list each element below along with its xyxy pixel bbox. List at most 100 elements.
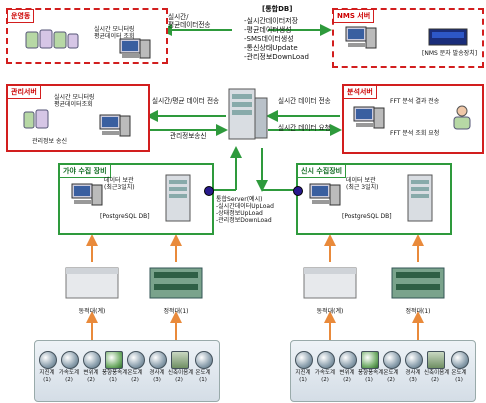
right-collection-box: 신시 수집장비 데이터 보관 (최근 3일치) [PostgreSQL DB]: [296, 163, 452, 235]
sensor-count: (2): [65, 377, 73, 383]
sensor-name: 변위계: [83, 370, 99, 376]
left-sensor-row: 지진계 (1) 가속도계 (2) 변위계 (2) 풍향풍속계 (1) 온도계 (…: [34, 340, 220, 402]
analysis-pc-icon: [353, 106, 385, 129]
flow-mid-right-bottom: 실시간 데이터 요청: [278, 124, 331, 132]
admin-title: 관리서버: [7, 85, 41, 99]
right-site-title: 신시 수집장비: [297, 164, 347, 178]
left-site-store-label: 데이터 보관 (최근3일치): [104, 177, 135, 191]
sensor-icon: [83, 351, 101, 369]
right-site-server-icon: [407, 174, 433, 222]
sensor-count: (3): [153, 377, 161, 383]
sensor-count: (1): [299, 377, 307, 383]
sensor-name: 변위계: [339, 370, 355, 376]
right-site-store-label: 데이터 보관 (최근 3일치): [346, 177, 379, 191]
right-static-logger-icon: [391, 267, 445, 299]
right-static-label: 정적대(1): [405, 308, 431, 315]
analysis-server-box: 분석서버 FFT 분석 결과 전송 FFT 분석 조회 요청: [342, 84, 484, 154]
ops-center-box: 운영동 실시간 모니터링 평균데이터 조회: [6, 8, 168, 64]
sensor-count: (2): [87, 377, 95, 383]
sensor-count: (3): [409, 377, 417, 383]
admin-people-icon: [23, 109, 49, 129]
nms-label: [NMS 문자 발송장치]: [422, 50, 478, 57]
right-dynamic-label: 동적대(계): [316, 308, 344, 315]
left-collection-box: 가야 수집 장비 데이터 보관 (최근3일치) [PostgreSQL DB]: [58, 163, 214, 235]
db-item: -평균데이터생성: [244, 26, 292, 34]
sensor-count: (2): [387, 377, 395, 383]
sensor-name: 가속도계: [58, 370, 80, 376]
db-item: -실시간데이터저장: [244, 17, 299, 25]
sensor-icon: [383, 351, 401, 369]
flow-mid-left-bottom: 관리정보송신: [170, 132, 207, 140]
sensor-count: (2): [321, 377, 329, 383]
sensor-name: 온도계: [127, 370, 143, 376]
left-site-title: 가야 수집 장비: [59, 164, 111, 178]
sensor-name: 풍향풍속계: [358, 370, 384, 376]
db-item: -관리정보DownLoad: [244, 53, 309, 61]
nms-server-box: NMS 서버 [NMS 문자 발송장치]: [332, 8, 484, 68]
ops-center-label: 실시간 모니터링 평균데이터 조회: [94, 26, 135, 40]
sensor-count: (1): [365, 377, 373, 383]
left-dynamic-label: 동적대(계): [78, 308, 106, 315]
left-site-db-label: [PostgreSQL DB]: [100, 213, 150, 220]
sensor-count: (2): [431, 377, 439, 383]
sensor-name: 경사계: [149, 370, 165, 376]
analysis-label-top: FFT 분석 결과 전송: [390, 98, 440, 105]
sensor-name: 경사계: [405, 370, 421, 376]
sensor-icon: [405, 351, 423, 369]
sensor-name: 온도계: [195, 370, 211, 376]
analysis-title: 분석서버: [343, 85, 377, 99]
sms-device-icon: [428, 28, 468, 46]
right-sensor-row: 지진계 (1) 가속도계 (2) 변위계 (2) 풍향풍속계 (1) 온도계 (…: [290, 340, 476, 402]
left-site-pc-icon: [71, 183, 103, 206]
sensor-icon: [171, 351, 189, 369]
right-connection-node: [293, 186, 303, 196]
admin-server-box: 관리서버 실시간 모니터링 평균데이터조회 관리정보 송신: [6, 84, 150, 152]
admin-label-bottom: 관리정보 송신: [32, 138, 68, 145]
comm-server-item: -관리정보DownLoad: [216, 217, 272, 224]
admin-label-top: 실시간 모니터링 평균데이터조회: [54, 94, 95, 108]
sensor-name: 풍향풍속계: [102, 370, 128, 376]
ops-center-title: 운영동: [7, 9, 35, 23]
right-dynamic-logger-icon: [303, 267, 357, 299]
sensor-count: (2): [175, 377, 183, 383]
db-title: [통합DB]: [262, 5, 293, 13]
comm-server-block: 통합Server(예시) -실시간데이터UpLoad -상태정보UpLoad -…: [216, 196, 294, 224]
nms-pc-icon: [345, 26, 377, 49]
sensor-name: 지진계: [39, 370, 55, 376]
sensor-name: 신축이음계: [424, 370, 450, 376]
sensor-icon: [361, 351, 379, 369]
central-server-icon: [228, 88, 268, 140]
comm-server-item: -상태정보UpLoad: [216, 210, 263, 217]
sensor-icon: [195, 351, 213, 369]
comm-server-item: -실시간데이터UpLoad: [216, 203, 274, 210]
sensor-icon: [61, 351, 79, 369]
right-site-pc-icon: [309, 183, 341, 206]
right-site-db-label: [PostgreSQL DB]: [342, 213, 392, 220]
sensor-icon: [149, 351, 167, 369]
sensor-count: (1): [199, 377, 207, 383]
left-static-label: 정적대(1): [163, 308, 189, 315]
sensor-icon: [127, 351, 145, 369]
sensor-name: 온도계: [451, 370, 467, 376]
sensor-count: (1): [43, 377, 51, 383]
flow-mid-left-top: 실시간/평균 데이터 전송: [152, 97, 220, 105]
left-connection-node: [204, 186, 214, 196]
left-dynamic-logger-icon: [65, 267, 119, 299]
sensor-name: 지진계: [295, 370, 311, 376]
sensor-count: (2): [131, 377, 139, 383]
nms-title: NMS 서버: [333, 9, 375, 23]
sensor-icon: [451, 351, 469, 369]
sensor-icon: [105, 351, 123, 369]
db-item: -SMS데이터생성: [244, 35, 294, 43]
analysis-label-bottom: FFT 분석 조회 요청: [390, 130, 440, 137]
sensor-count: (2): [343, 377, 351, 383]
flow-mid-right-top: 실시간 데이터 전송: [278, 97, 331, 105]
db-item-list: -실시간데이터저장 -평균데이터생성 -SMS데이터생성 -통신상태Update…: [244, 17, 332, 62]
comm-server-title: 통합Server(예시): [216, 196, 263, 203]
sensor-icon: [317, 351, 335, 369]
sensor-icon: [295, 351, 313, 369]
ops-pc-icon: [119, 38, 151, 59]
left-site-server-icon: [165, 174, 191, 222]
analysis-person-icon: [453, 105, 471, 130]
db-item: -통신상태Update: [244, 44, 298, 52]
